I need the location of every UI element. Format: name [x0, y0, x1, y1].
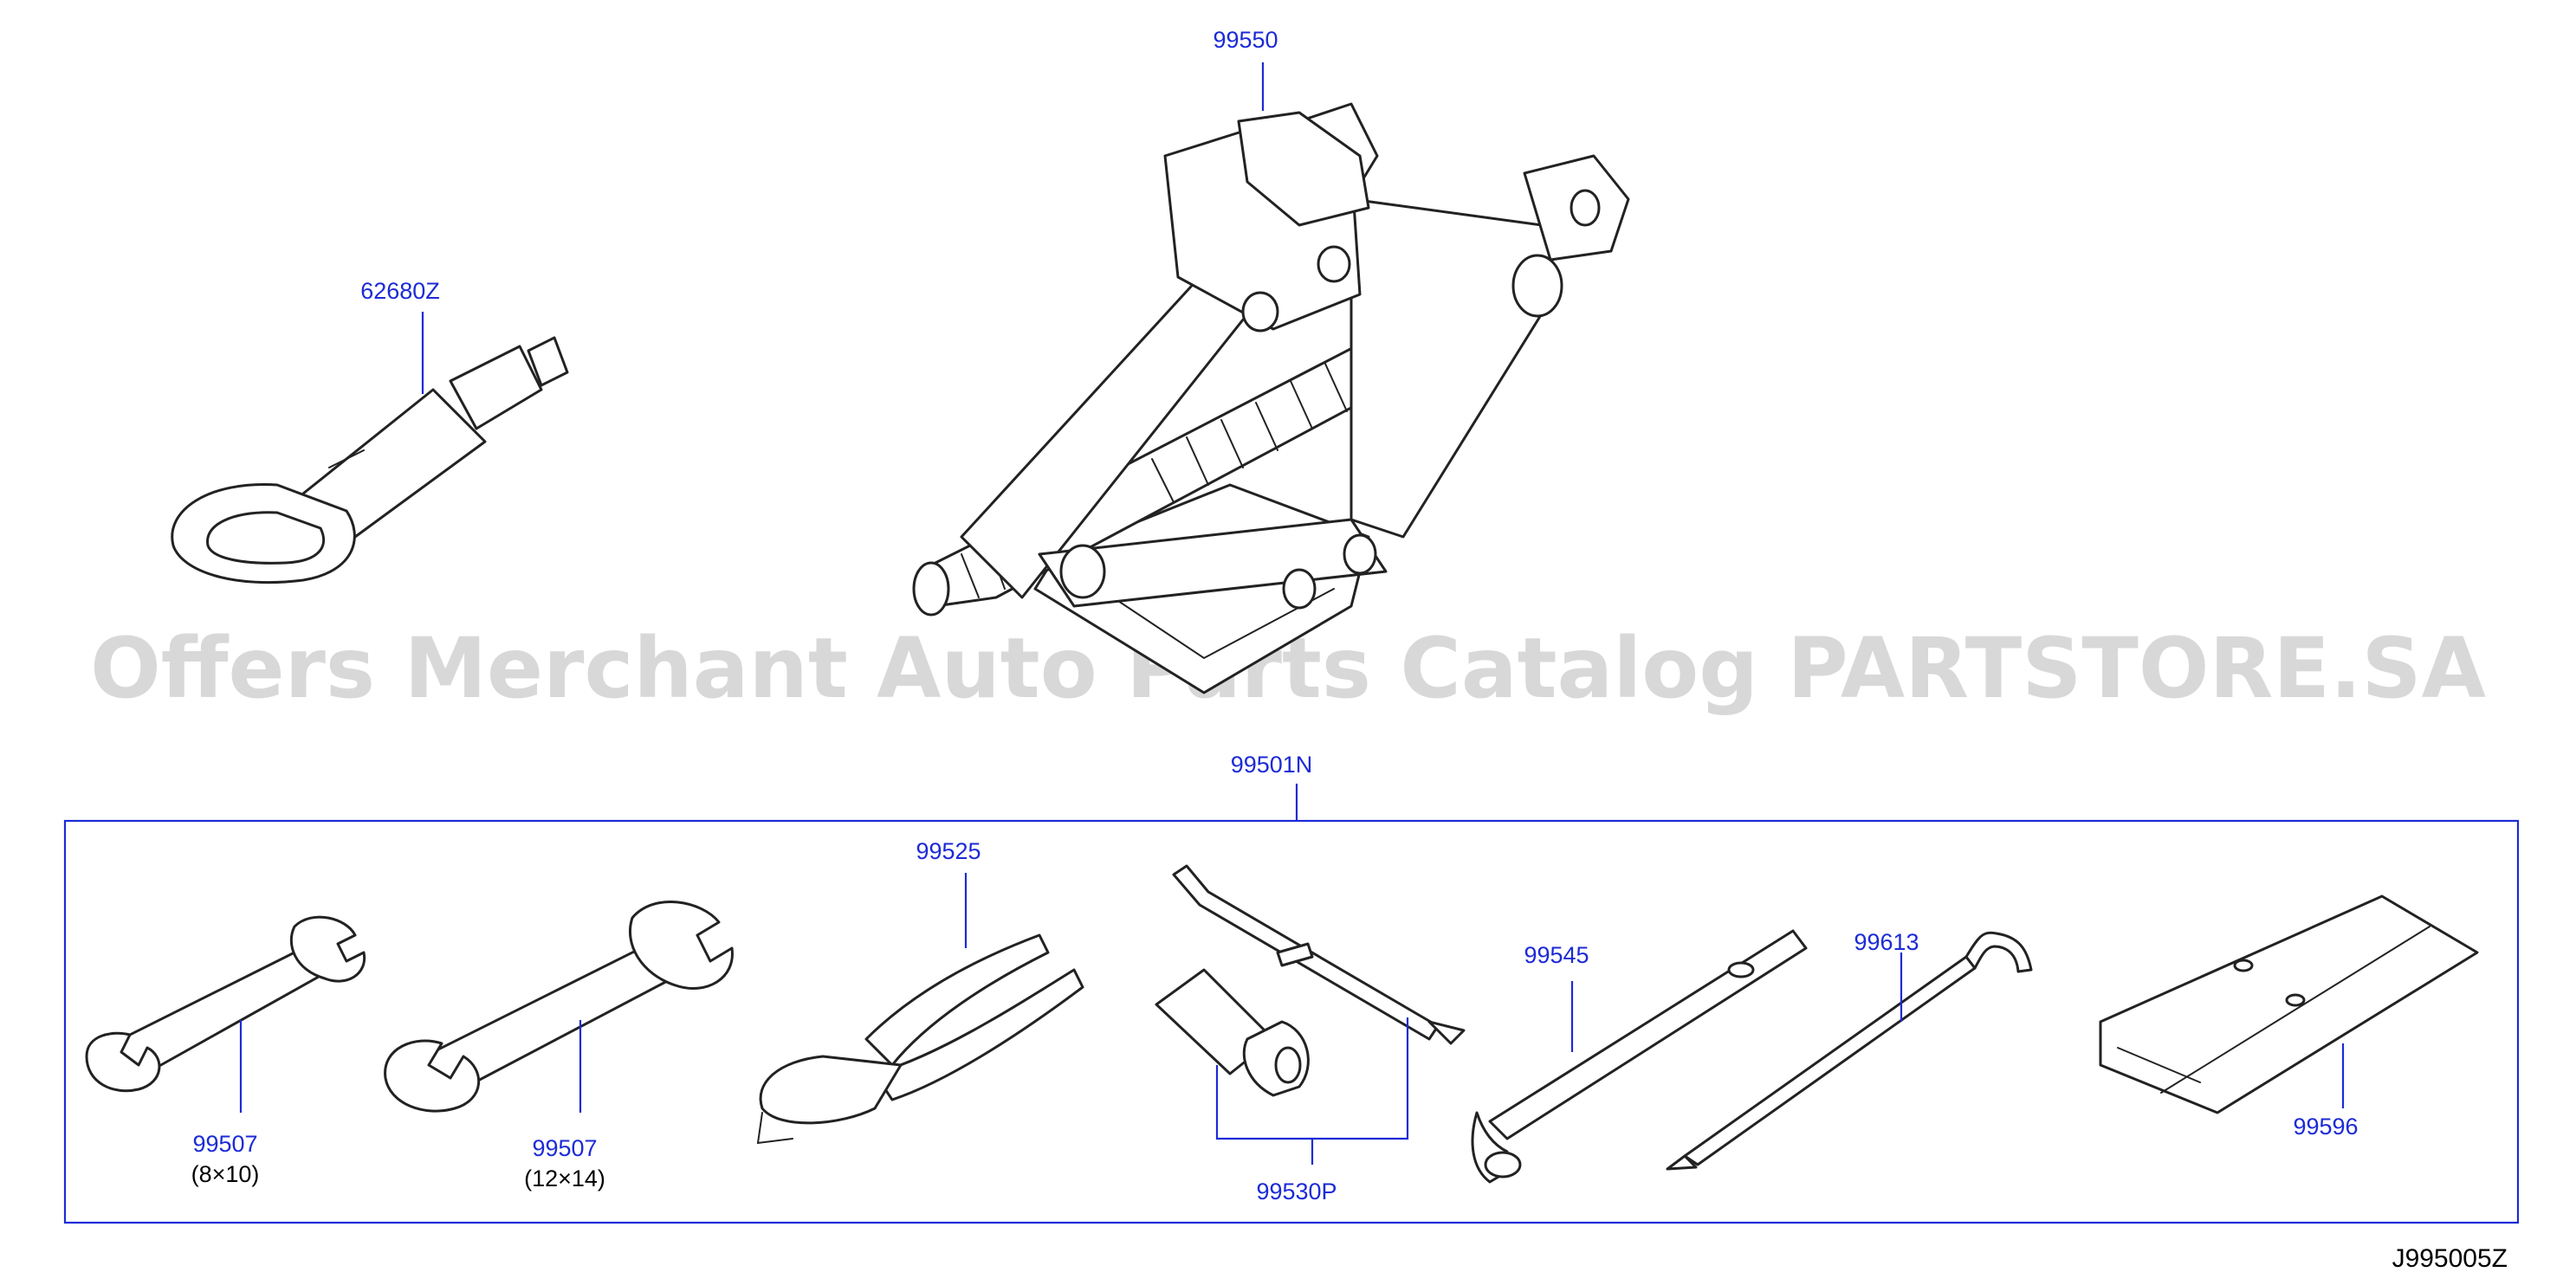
screwdriver-drawing[interactable]: [1155, 864, 1466, 1097]
tool-bag-part-number[interactable]: 99596: [2293, 1114, 2358, 1140]
tool-kit-frame: [63, 819, 2520, 1224]
tow-hook-drawing[interactable]: [171, 336, 569, 584]
pliers-drawing[interactable]: [756, 933, 1084, 1145]
jack-part-number[interactable]: 99550: [1213, 27, 1278, 53]
scissor-jack-drawing[interactable]: [912, 102, 1630, 694]
large-wrench-size: (12×14): [524, 1166, 605, 1191]
wheel-wrench-part-number[interactable]: 99545: [1524, 942, 1589, 968]
large-wrench-drawing[interactable]: [384, 901, 734, 1113]
kit-part-number[interactable]: 99501N: [1231, 752, 1313, 778]
tool-bag-drawing[interactable]: [2099, 894, 2479, 1114]
small-wrench-size: (8×10): [191, 1161, 260, 1187]
large-wrench-part-number[interactable]: 99507: [532, 1135, 597, 1161]
small-wrench-drawing[interactable]: [85, 915, 366, 1093]
screwdriver-part-number[interactable]: 99530P: [1256, 1178, 1337, 1204]
diagram-code: J995005Z: [2392, 1244, 2508, 1273]
jack-handle-drawing[interactable]: [1666, 931, 2033, 1171]
jack-handle-part-number[interactable]: 99613: [1854, 929, 1919, 955]
wheel-wrench-drawing[interactable]: [1471, 929, 1808, 1184]
tow-hook-part-number[interactable]: 62680Z: [360, 278, 440, 304]
small-wrench-part-number[interactable]: 99507: [192, 1131, 257, 1157]
pliers-part-number[interactable]: 99525: [916, 838, 981, 864]
